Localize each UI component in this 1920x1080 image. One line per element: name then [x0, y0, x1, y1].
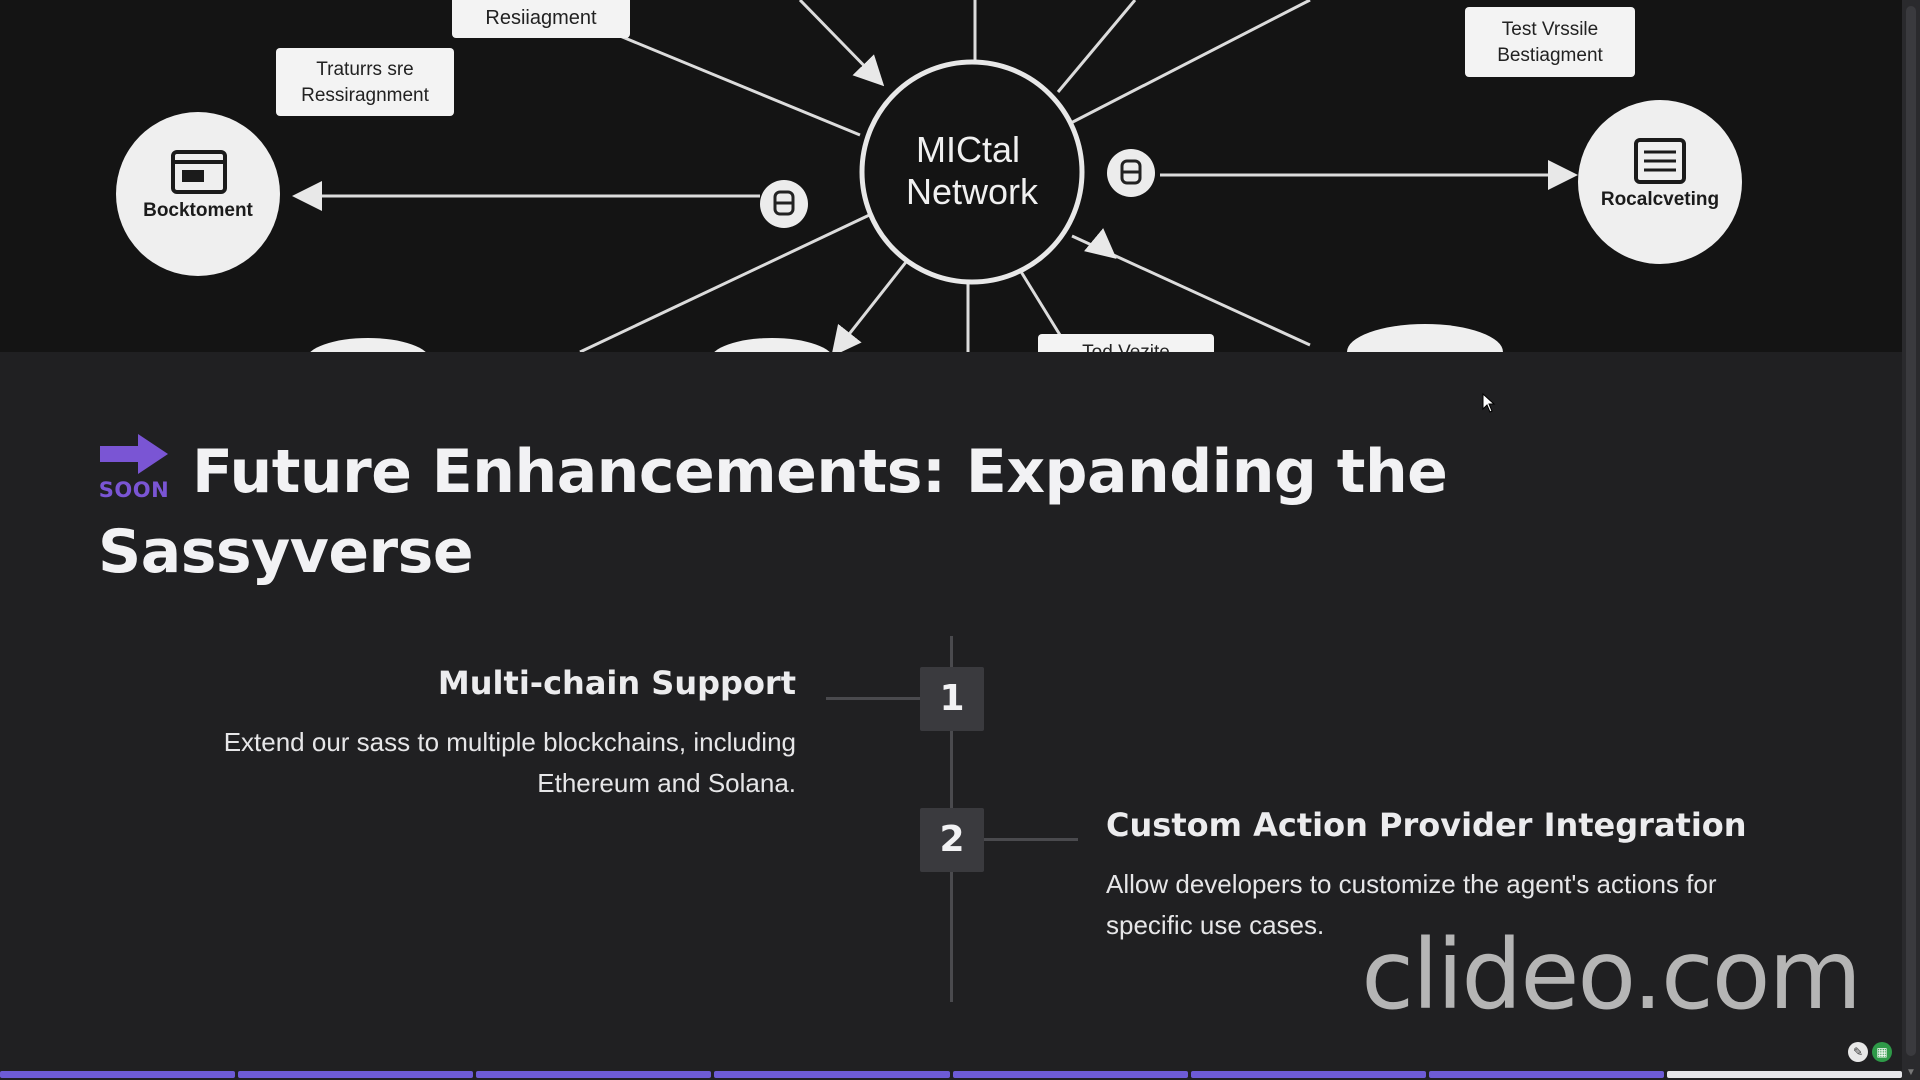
network-diagram-image: MICtal Network Bocktoment Roc: [0, 0, 1902, 352]
label-box: [276, 48, 454, 116]
watermark: clideo.com: [1361, 919, 1862, 1031]
top-label: Resiiagment: [485, 7, 597, 29]
left-node-label: Bocktoment: [143, 200, 253, 221]
progress-segment: [1428, 1071, 1664, 1078]
progress-segment: [952, 1071, 1188, 1078]
step-description: Extend our sass to multiple blockchains,…: [223, 727, 796, 798]
progress-segment: [1190, 1071, 1426, 1078]
bottom-node: [714, 338, 830, 352]
progress-segment: [714, 1071, 950, 1078]
left-label-line1: Traturrs sre: [316, 59, 413, 80]
soon-icon-label: SOON: [98, 478, 170, 502]
left-label-line2: Ressiragnment: [301, 85, 429, 106]
step-title: Custom Action Provider Integration: [1106, 806, 1747, 844]
soon-arrow-icon: SOON: [98, 432, 170, 502]
step-description: Allow developers to customize the agent'…: [1106, 869, 1717, 940]
label-box: [1038, 334, 1214, 352]
slide-progress-bar: [0, 1071, 1902, 1078]
step-number-badge: 2: [920, 808, 984, 872]
step-number-badge: 1: [920, 667, 984, 731]
right-label-line2: Bestiagment: [1497, 45, 1603, 66]
progress-segment: [238, 1071, 474, 1078]
center-node: [859, 59, 1085, 285]
scrollbar-thumb[interactable]: [1906, 6, 1916, 1056]
scrollbar[interactable]: ▼: [1902, 0, 1920, 1080]
browser-window-icon: [171, 150, 227, 194]
progress-segment: [0, 1071, 236, 1078]
progress-segment: [476, 1071, 712, 1078]
pen-icon[interactable]: ✎: [1848, 1042, 1868, 1062]
right-label-line1: Test Vrssile: [1502, 19, 1598, 40]
database-icon: [1107, 149, 1155, 197]
sheet-icon[interactable]: ▦: [1872, 1042, 1892, 1062]
database-icon: [760, 180, 808, 228]
diagram-connectors: [292, 0, 1578, 352]
label-box: [452, 0, 630, 38]
timeline-connector: [984, 838, 1078, 841]
scroll-down-arrow-icon[interactable]: ▼: [1906, 1067, 1916, 1078]
center-node-label-line2: Network: [906, 171, 1039, 212]
bottom-label: Tod Vezite: [1082, 342, 1170, 352]
section-title-text: Future Enhancements: Expanding the Sassy…: [98, 437, 1448, 587]
timeline-connector: [826, 697, 920, 700]
mouse-cursor-icon: [1482, 393, 1496, 413]
step-title: Multi-chain Support: [437, 664, 796, 702]
tray-icons: ✎ ▦: [1848, 1040, 1892, 1064]
bottom-node: [1347, 324, 1503, 352]
document-icon: [1634, 138, 1686, 184]
progress-segment: [1666, 1071, 1902, 1078]
label-box: [1465, 7, 1635, 77]
section-title: SOON Future Enhancements: Expanding the …: [98, 432, 1518, 592]
right-node-label: Rocalcveting: [1601, 189, 1719, 210]
center-node-label-line1: MICtal: [916, 129, 1020, 170]
bottom-node: [310, 338, 426, 352]
network-diagram: MICtal Network Bocktoment Roc: [116, 0, 1742, 352]
